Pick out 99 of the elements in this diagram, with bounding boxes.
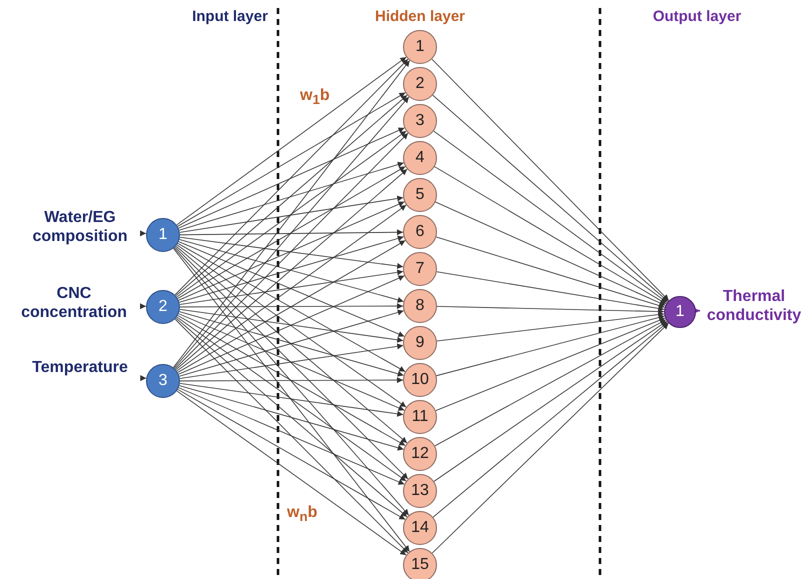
- neuron-number: 9: [416, 334, 424, 352]
- neuron-number: 7: [416, 260, 424, 278]
- arrow: [436, 306, 664, 314]
- arrow: [177, 389, 406, 520]
- arrow: [176, 130, 407, 298]
- arrow: [180, 303, 404, 310]
- hidden-neuron: [403, 400, 437, 434]
- arrow: [174, 318, 408, 554]
- hidden-neuron: [403, 215, 437, 249]
- arrow: [178, 387, 405, 485]
- hidden-neuron: [403, 363, 437, 397]
- neuron-number: 15: [411, 556, 429, 574]
- arrow: [177, 92, 406, 227]
- hidden-neuron: [403, 178, 437, 212]
- arrow: [176, 246, 408, 444]
- input-label: Temperature: [32, 358, 128, 376]
- arrow: [179, 382, 404, 417]
- arrow: [433, 130, 668, 303]
- neuron-number: 3: [158, 372, 168, 390]
- arrow: [177, 166, 406, 299]
- arrow: [436, 312, 665, 342]
- arrow: [178, 162, 404, 231]
- arrow: [140, 375, 147, 382]
- hidden-neuron: [403, 104, 437, 138]
- arrow: [435, 317, 666, 412]
- layer-title: Hidden layer: [374, 8, 466, 25]
- arrow: [178, 385, 404, 451]
- arrow: [179, 196, 404, 233]
- arrow: [436, 314, 665, 376]
- arrow: [175, 318, 408, 518]
- arrow: [176, 56, 407, 226]
- arrow: [180, 229, 404, 236]
- hidden-neuron: [403, 141, 437, 175]
- input-neuron: [146, 364, 180, 398]
- arrow: [140, 303, 146, 310]
- arrow: [178, 128, 405, 228]
- neuron-number: 5: [416, 186, 424, 204]
- neuron-number: 6: [416, 223, 424, 241]
- layer-title: Output layer: [652, 8, 742, 25]
- input-label: Water/EG composition: [31, 208, 129, 246]
- hidden-neuron: [403, 252, 437, 286]
- arrow: [177, 315, 406, 446]
- arrow: [179, 236, 404, 269]
- arrow: [432, 58, 670, 301]
- arrow: [176, 316, 407, 482]
- neuron-number: 12: [411, 445, 429, 463]
- neuron-number: 10: [411, 371, 429, 389]
- arrow: [434, 320, 668, 482]
- layer-title: Input layer: [192, 8, 268, 25]
- arrow: [178, 275, 405, 375]
- neuron-number: 14: [411, 519, 429, 537]
- neuron-number: 1: [676, 303, 684, 321]
- hidden-neuron: [403, 326, 437, 360]
- hidden-neuron: [403, 474, 437, 508]
- arrow: [432, 322, 668, 518]
- arrow: [178, 241, 405, 337]
- arrow: [435, 202, 666, 306]
- arrow: [179, 269, 404, 305]
- neuron-number: 1: [416, 38, 424, 56]
- arrow: [178, 201, 405, 301]
- neuron-number: 11: [412, 408, 428, 426]
- arrow: [434, 166, 667, 304]
- arrow: [436, 236, 666, 308]
- arrow: [434, 319, 666, 446]
- output-label: Thermal conductivity: [706, 287, 802, 325]
- hidden-neuron: [403, 437, 437, 471]
- arrow: [176, 204, 407, 372]
- arrow: [175, 168, 408, 370]
- hidden-neuron: [403, 30, 437, 64]
- neuron-number: 2: [416, 75, 424, 93]
- arrow: [178, 313, 405, 411]
- arrow: [140, 230, 146, 236]
- arrow: [432, 94, 668, 302]
- arrow: [180, 377, 404, 384]
- weight-bias-label: w$_{n}$b: [287, 504, 318, 524]
- hidden-neuron: [403, 67, 437, 101]
- input-neuron: [146, 290, 180, 324]
- arrow: [176, 244, 407, 408]
- arrow: [175, 94, 408, 296]
- arrow: [179, 343, 404, 379]
- weight-bias-label: w$_{1}$b: [300, 87, 330, 108]
- input-label: CNC concentration: [20, 284, 128, 322]
- arrow: [436, 271, 665, 312]
- neuron-number: 1: [158, 226, 168, 244]
- neuron-number: 8: [416, 297, 424, 315]
- arrow: [174, 58, 408, 296]
- arrow: [179, 308, 404, 343]
- hidden-neuron: [403, 511, 437, 545]
- neuron-number: 4: [416, 149, 424, 167]
- arrow: [694, 308, 700, 314]
- neuron-number: 3: [416, 112, 424, 130]
- arrow: [432, 322, 669, 554]
- neuron-number: 2: [158, 298, 168, 316]
- hidden-neuron: [403, 289, 437, 323]
- hidden-neuron: [403, 548, 437, 579]
- input-neuron: [146, 218, 180, 252]
- output-neuron: [664, 296, 696, 328]
- arrow: [176, 390, 407, 556]
- neuron-number: 13: [411, 482, 429, 500]
